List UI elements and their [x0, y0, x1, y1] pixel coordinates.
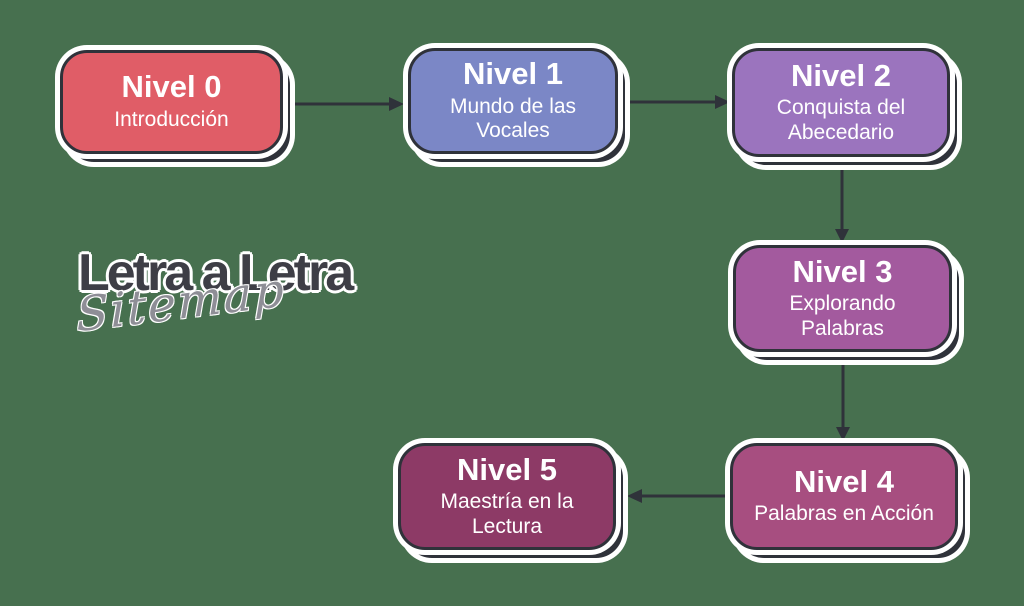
arrow-nivel2-to-nivel3 — [835, 159, 849, 243]
arrow-nivel3-to-nivel4 — [836, 354, 850, 441]
arrow-nivel1-to-nivel2 — [620, 95, 730, 109]
node-subtitle: Introducción — [114, 107, 229, 131]
node-title: Nivel 5 — [457, 451, 557, 487]
arrow-nivel0-to-nivel1 — [287, 97, 404, 111]
node-subtitle: Maestría en la Lectura — [440, 490, 574, 538]
node-nivel-5: Nivel 5 Maestría en la Lectura — [398, 443, 616, 550]
logo-wordmark: Letra a Letra — [78, 244, 354, 302]
node-nivel-4: Nivel 4 Palabras en Acción — [730, 443, 958, 550]
node-nivel-3: Nivel 3 Explorando Palabras — [733, 245, 952, 352]
node-nivel-1: Nivel 1 Mundo de las Vocales — [408, 48, 618, 154]
arrow-nivel4-to-nivel5 — [627, 489, 728, 503]
node-title: Nivel 0 — [121, 69, 222, 105]
node-subtitle: Mundo de las Vocales — [449, 94, 577, 143]
node-title: Nivel 2 — [791, 57, 891, 93]
node-nivel-2: Nivel 2 Conquista del Abecedario — [732, 48, 950, 157]
node-title: Nivel 1 — [463, 56, 563, 92]
node-title: Nivel 4 — [794, 463, 894, 499]
node-title: Nivel 3 — [792, 253, 893, 289]
node-subtitle: Conquista del Abecedario — [776, 96, 906, 144]
node-subtitle: Explorando Palabras — [789, 292, 896, 340]
node-nivel-0: Nivel 0 Introducción — [60, 50, 283, 154]
node-subtitle: Palabras en Acción — [754, 502, 934, 526]
